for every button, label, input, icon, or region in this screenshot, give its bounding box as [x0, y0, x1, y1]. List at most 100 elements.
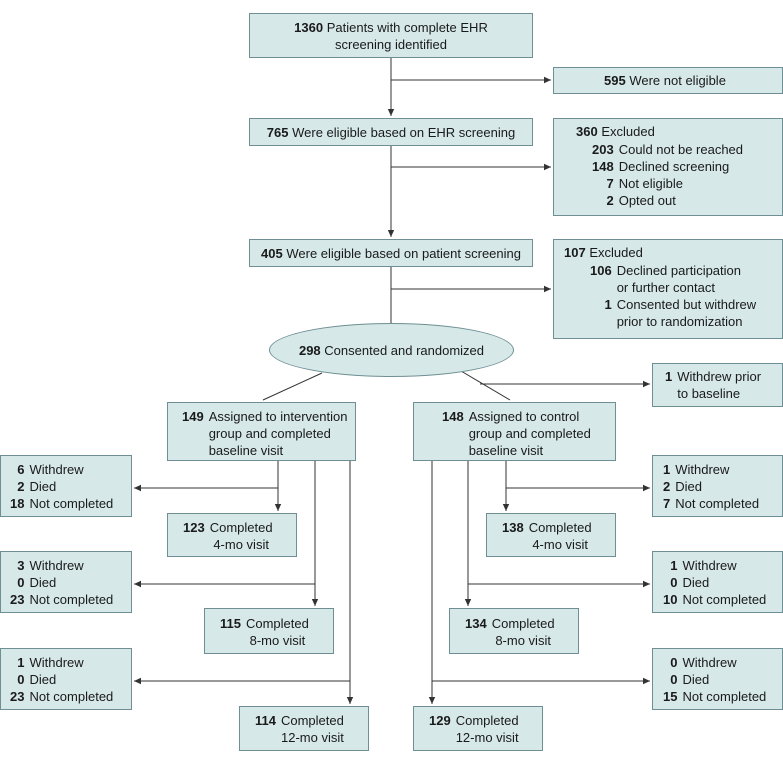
label: 12-mo visit: [280, 730, 344, 745]
label: Died: [682, 672, 710, 687]
count: 6: [17, 462, 25, 477]
eligible-ehr-box: 765 Were eligible based on EHR screening: [249, 118, 533, 146]
label: Not completed: [29, 689, 114, 704]
label: Patients with complete EHR: [326, 20, 488, 35]
label: Withdrew prior: [677, 369, 762, 384]
label: Died: [675, 479, 702, 494]
label: Excluded: [589, 245, 643, 260]
label: Could not be reached: [618, 142, 744, 157]
count: 0: [17, 575, 25, 590]
count: 107: [564, 245, 586, 260]
label: Withdrew: [29, 655, 84, 670]
label: Completed: [491, 616, 555, 631]
label: or further contact: [616, 280, 715, 295]
count: 106: [590, 263, 612, 278]
connector: [460, 370, 511, 401]
count: 18: [10, 496, 25, 511]
label: Excluded: [601, 124, 655, 139]
count: 3: [17, 558, 25, 573]
count: 23: [10, 592, 25, 607]
count: 10: [663, 592, 678, 607]
count: 1: [17, 655, 25, 670]
label: Completed: [455, 713, 519, 728]
count: 2: [606, 193, 614, 208]
label: Were not eligible: [629, 73, 726, 88]
count: 23: [10, 689, 25, 704]
control-completed-4mo-box: 138 Completed 4-mo visit: [486, 513, 616, 557]
label: Died: [29, 479, 57, 494]
label: 8-mo visit: [495, 633, 551, 648]
label: Were eligible based on patient screening: [286, 246, 521, 261]
label: Not completed: [29, 496, 114, 511]
label: baseline visit: [468, 443, 544, 458]
count: 115: [220, 616, 241, 631]
count: 123: [183, 520, 205, 535]
label: Died: [29, 575, 57, 590]
count: 148: [442, 409, 464, 424]
randomized-ellipse: 298 Consented and randomized: [269, 323, 514, 377]
not-eligible-box: 595 Were not eligible: [553, 67, 783, 94]
count: 114: [255, 713, 276, 728]
label: Not completed: [682, 689, 767, 704]
control-group-box: 148 Assigned to control group and complet…: [413, 402, 616, 461]
count: 129: [429, 713, 451, 728]
count: 134: [465, 616, 487, 631]
intervention-loss-12mo-box: 1 Withdrew 0 Died 23 Not completed: [0, 648, 132, 710]
count: 0: [17, 672, 25, 687]
count: 1: [665, 369, 673, 384]
count: 595: [604, 73, 626, 88]
label: Withdrew: [675, 462, 730, 477]
count: 298: [298, 342, 321, 358]
count: 7: [606, 176, 614, 191]
label: Not eligible: [618, 176, 684, 191]
count: 138: [502, 520, 524, 535]
label: Assigned to control: [468, 409, 580, 424]
count: 149: [182, 409, 204, 424]
withdrew-prior-box: 1 Withdrew prior to baseline: [652, 363, 783, 407]
label: Declined participation: [616, 263, 741, 278]
label: baseline visit: [208, 443, 284, 458]
count: 15: [663, 689, 678, 704]
label: Assigned to intervention: [208, 409, 348, 424]
intervention-loss-8mo-box: 3 Withdrew 0 Died 23 Not completed: [0, 551, 132, 613]
label: Not completed: [29, 592, 114, 607]
count: 1: [604, 297, 612, 312]
count: 203: [592, 142, 614, 157]
label: Died: [29, 672, 57, 687]
label: Not completed: [675, 496, 760, 511]
label: prior to randomization: [616, 314, 743, 329]
count: 2: [17, 479, 25, 494]
count: 148: [592, 159, 614, 174]
label: 4-mo visit: [532, 537, 588, 552]
count: 405: [261, 246, 283, 261]
screening-identified-box: 1360 Patients with complete EHR screenin…: [249, 13, 533, 58]
eligible-patient-box: 405 Were eligible based on patient scree…: [249, 239, 533, 267]
label: Completed: [528, 520, 592, 535]
intervention-completed-12mo-box: 114 Completed 12-mo visit: [239, 706, 369, 751]
count: 0: [670, 655, 678, 670]
label: Were eligible based on EHR screening: [292, 125, 516, 140]
label: 8-mo visit: [249, 633, 306, 648]
label: group and completed: [468, 426, 591, 441]
count: 1360: [294, 20, 324, 35]
label: Declined screening: [618, 159, 730, 174]
label: to baseline: [677, 386, 741, 401]
label: Withdrew: [682, 558, 737, 573]
label: Withdrew: [29, 558, 84, 573]
count: 0: [670, 575, 678, 590]
count: 7: [663, 496, 671, 511]
label: Completed: [280, 713, 344, 728]
label: screening identified: [334, 37, 448, 52]
label: Consented and randomized: [324, 342, 485, 358]
label: Withdrew: [682, 655, 737, 670]
label: Completed: [209, 520, 273, 535]
count: 2: [663, 479, 671, 494]
